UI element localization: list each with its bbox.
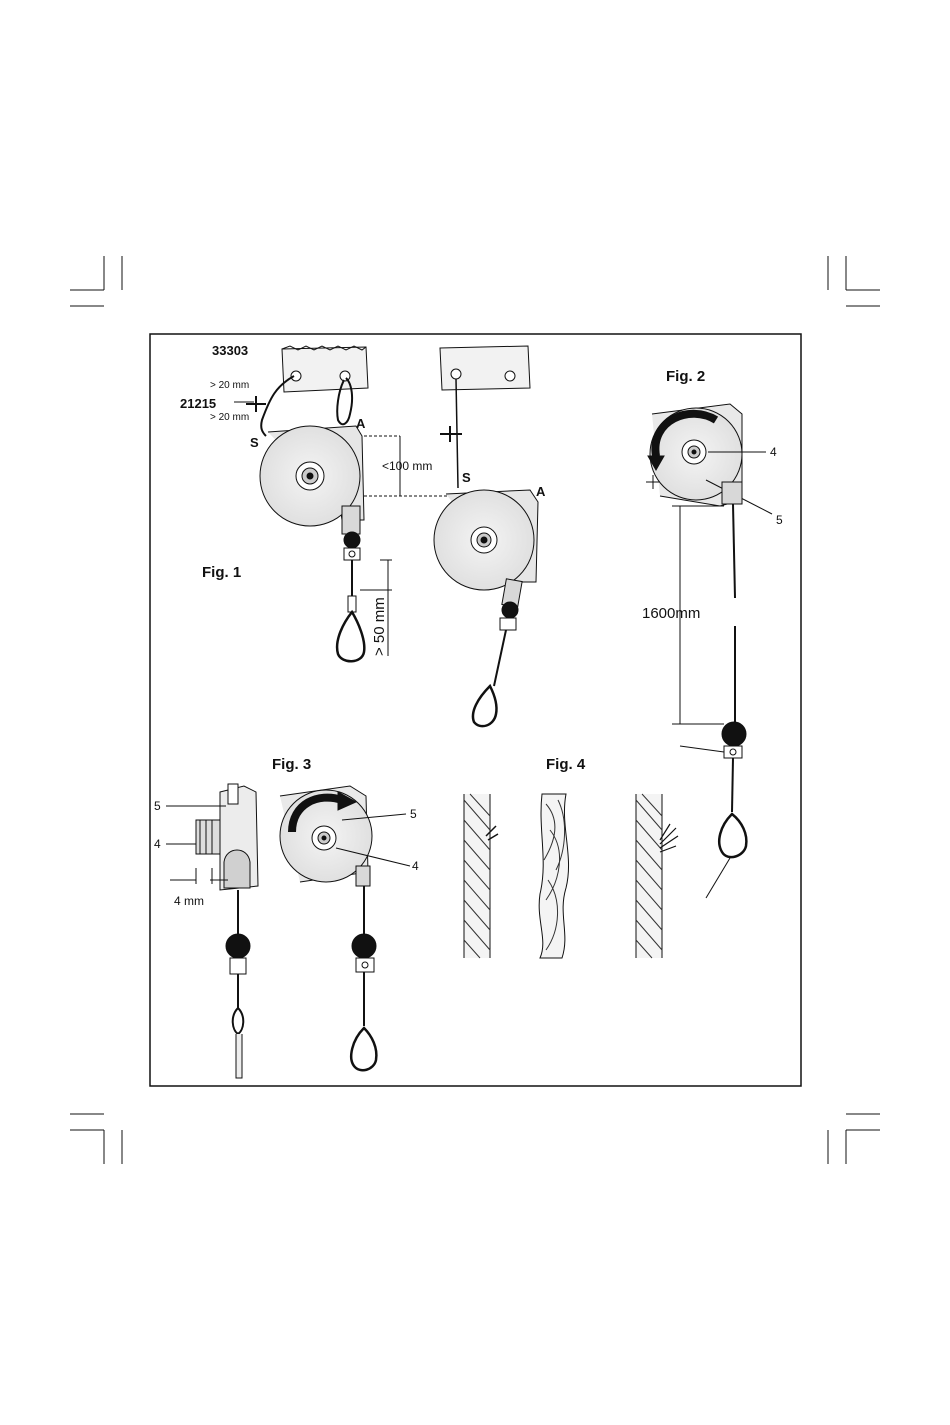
- fig1-title: Fig. 1: [202, 564, 241, 581]
- fig3-front-view: [280, 786, 410, 1070]
- label-a-left: A: [356, 416, 366, 431]
- fig2-balancer: [646, 404, 772, 898]
- label-s-left: S: [250, 435, 259, 450]
- dimension-gt20-top: > 20 mm: [210, 380, 249, 391]
- fig3-title: Fig. 3: [272, 756, 311, 773]
- fig4-wire-ropes: [464, 794, 678, 958]
- fig1-balancer-left: [234, 346, 460, 661]
- fig2-title: Fig. 2: [666, 368, 705, 385]
- dimension-lt100: <100 mm: [382, 459, 432, 473]
- rope-broken-wire: [464, 794, 498, 958]
- dimension-4mm: 4 mm: [174, 894, 204, 908]
- fig3-side-view: [166, 784, 258, 1078]
- fig4-title: Fig. 4: [546, 756, 586, 773]
- label-s-right: S: [462, 470, 471, 485]
- fig2-label-4: 4: [770, 445, 777, 459]
- fig3-side-label-4: 4: [154, 837, 161, 851]
- fig2-label-5: 5: [776, 513, 783, 527]
- fig1-balancer-right: [434, 346, 538, 726]
- dimension-1600: 1600mm: [642, 605, 700, 622]
- fig3-front-label-4: 4: [412, 859, 419, 873]
- dimension-gt20-bottom: > 20 mm: [210, 412, 249, 423]
- rope-birdcage: [539, 794, 568, 958]
- part-number-21215: 21215: [180, 396, 216, 411]
- dimension-gt50: > 50 mm: [371, 597, 388, 656]
- fig3-side-label-5: 5: [154, 799, 161, 813]
- fig3-front-label-5: 5: [410, 807, 417, 821]
- part-number-33303: 33303: [212, 343, 248, 358]
- label-a-right: A: [536, 484, 546, 499]
- rope-frayed: [636, 794, 678, 958]
